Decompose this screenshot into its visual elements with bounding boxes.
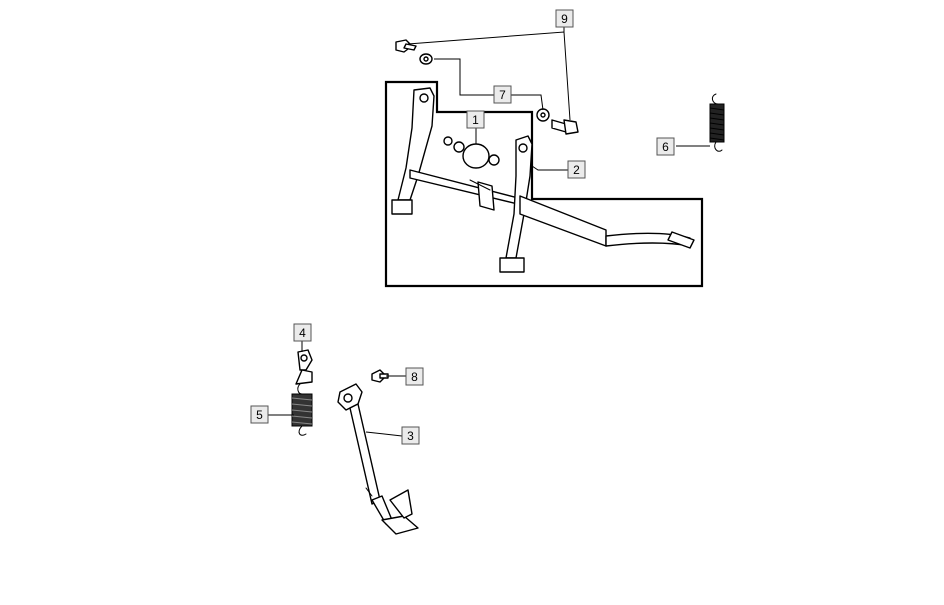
callout-8-label: 8 (411, 370, 418, 384)
callout-4-label: 4 (299, 326, 306, 340)
callout-5: 5 (250, 405, 269, 424)
bush-set-drawing (443, 136, 500, 169)
callout-7-label: 7 (499, 88, 506, 102)
leader-lines (268, 27, 710, 437)
nut-right-icon (536, 108, 550, 122)
callout-1: 1 (466, 110, 485, 129)
side-stand-drawing (337, 383, 419, 535)
main-stand-frame (384, 80, 704, 288)
callout-3-label: 3 (407, 429, 414, 443)
bolt-8-icon (371, 369, 389, 383)
callout-1-label: 1 (472, 113, 479, 127)
spring-5-drawing (291, 383, 313, 436)
bolt-right-icon (551, 119, 579, 135)
callout-3: 3 (401, 426, 420, 445)
callout-7: 7 (493, 85, 512, 104)
spring-6-drawing (709, 93, 725, 152)
callout-5-label: 5 (256, 408, 263, 422)
callout-9: 9 (555, 9, 574, 28)
callout-6-label: 6 (662, 140, 669, 154)
callout-9-label: 9 (561, 12, 568, 26)
bracket-4-drawing (295, 349, 313, 385)
callout-4: 4 (293, 323, 312, 342)
callout-2: 2 (567, 160, 586, 179)
main-stand-drawing (391, 87, 695, 273)
callout-2-label: 2 (573, 163, 580, 177)
callout-8: 8 (405, 367, 424, 386)
bolt-top-left-icon (395, 39, 417, 53)
callout-6: 6 (656, 137, 675, 156)
nut-top-icon (419, 53, 433, 65)
